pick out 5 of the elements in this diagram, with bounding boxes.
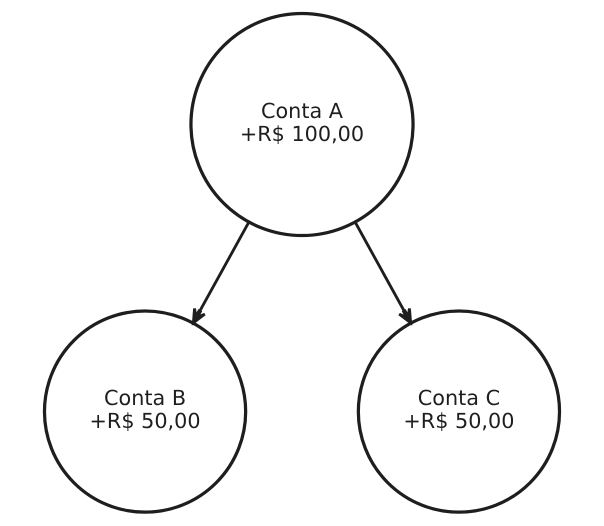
node-circle: Conta A +R$ 100,00	[189, 12, 415, 238]
node-circle: Conta C +R$ 50,00	[356, 309, 562, 514]
arrow	[354, 221, 412, 324]
node-circle: Conta B +R$ 50,00	[42, 309, 248, 514]
arrow	[192, 221, 250, 324]
